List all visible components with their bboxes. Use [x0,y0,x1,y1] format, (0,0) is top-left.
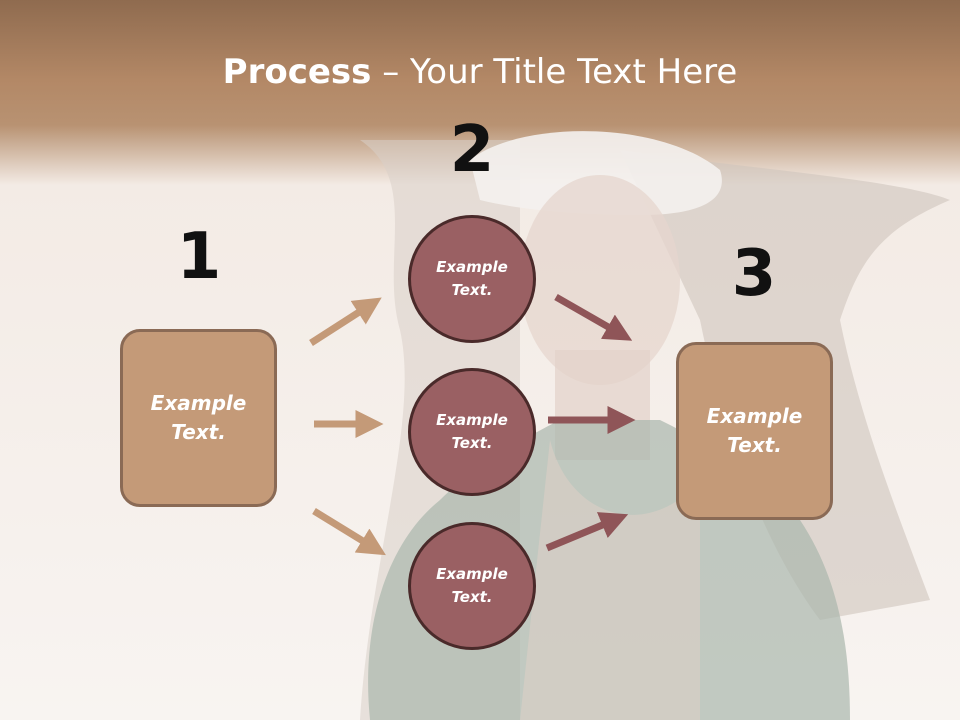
arrow-1-to-circle-3 [312,508,386,556]
process-circle-1-label: Example Text. [436,257,508,299]
step-box-3: Example Text. [676,342,833,520]
step-number-1: 1 [176,220,222,294]
process-circle-2: Example Text. [408,368,536,496]
step-box-3-label: Example Text. [706,404,803,457]
arrow-circle-3-to-3 [545,512,629,552]
process-circle-2-label: Example Text. [436,410,508,452]
step-box-1: Example Text. [120,329,277,507]
arrow-1-to-circle-1 [309,297,382,346]
arrow-circle-1-to-3 [554,293,633,341]
step-number-2: 2 [449,113,495,187]
step-box-1-label: Example Text. [150,391,247,444]
title-bold: Process [222,52,372,92]
title-rest: Your Title Text Here [410,52,738,92]
step-number-3: 3 [731,237,777,311]
process-circle-3-label: Example Text. [436,564,508,606]
slide-title: Process – Your Title Text Here [0,52,960,92]
process-circle-1: Example Text. [408,215,536,343]
title-dash: – [382,52,400,92]
process-circle-3: Example Text. [408,522,536,650]
